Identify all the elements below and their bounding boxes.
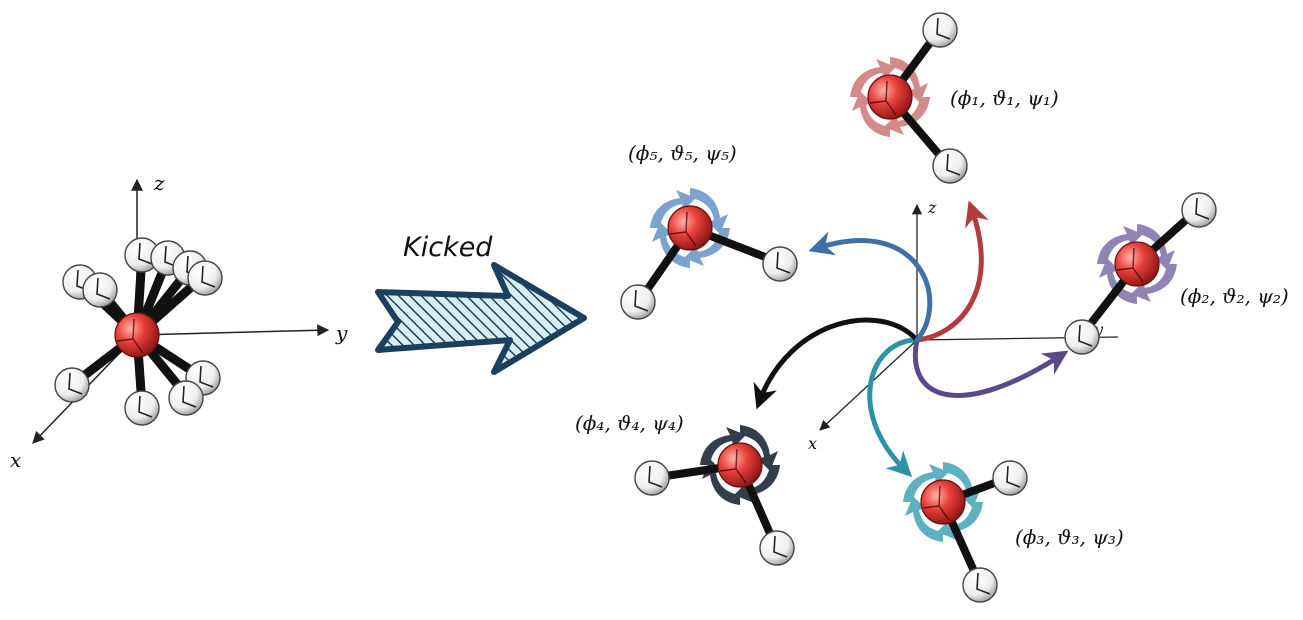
molecule-orientation-2: (ϕ₂, ϑ₂, ψ₂) [1064,192,1289,355]
superposed-oxygen-atom [114,312,160,358]
superposed-molecule [54,237,223,426]
superposed-hydrogen-atom [54,367,90,403]
molecule-orientation-1: (ϕ₁, ϑ₁, ψ₁) [850,12,1059,184]
hydrogen-atom [932,148,968,184]
orientation-3-label: (ϕ₃, ϑ₃, ψ₃) [1015,525,1124,549]
oxygen-atom [1114,241,1160,287]
oxygen-atom [667,205,713,251]
molecule-orientation-5: (ϕ₅, ϑ₅, ψ₅) [620,141,798,320]
molecule-orientation-4: (ϕ₄, ϑ₄, ψ₄) [575,411,795,566]
superposed-hydrogen-atom [82,272,118,308]
hydrogen-atom [1064,319,1100,355]
hydrogen-atom [992,460,1028,496]
orientation-4-label: (ϕ₄, ϑ₄, ψ₄) [575,411,684,435]
left-y-axis [136,324,330,337]
orientation-1-label: (ϕ₁, ϑ₁, ψ₁) [950,86,1059,110]
superposed-hydrogen-atom [187,260,223,296]
spiral-arrow-1 [914,200,989,343]
hydrogen-atom [634,460,670,496]
hydrogen-atom [962,567,998,603]
superposed-hydrogen-atom [124,390,160,426]
spiral-arrow-4 [753,317,920,410]
orientation-2-label: (ϕ₂, ϑ₂, ψ₂) [1180,284,1289,308]
spiral-arrow-5 [808,231,933,343]
oxygen-atom [717,442,763,488]
left-y-axis-label: y [335,321,348,345]
superposed-hydrogen-atom [168,380,204,416]
orientation-5-label: (ϕ₅, ϑ₅, ψ₅) [628,141,737,165]
hydrogen-atom [1181,192,1217,228]
hydrogen-atom [762,246,798,282]
hydrogen-atom [759,530,795,566]
oxygen-atom [867,74,913,120]
hydrogen-atom [620,284,656,320]
spiral-arrows [753,200,1069,478]
hydrogen-atom [922,12,958,48]
right-y-axis-label: y [1093,320,1104,339]
kick-label: Kicked [403,232,493,263]
right-z-axis-label: z [927,198,937,217]
kick-arrow [375,262,587,375]
right-x-axis-label: x [808,434,817,453]
oxygen-atom [920,479,966,525]
spiral-arrow-3 [867,337,920,478]
spiral-arrow-2 [913,337,1069,398]
molecule-orientation-3: (ϕ₃, ϑ₃, ψ₃) [903,460,1124,603]
left-z-axis-label: z [153,171,165,195]
left-x-axis-label: x [10,448,21,472]
